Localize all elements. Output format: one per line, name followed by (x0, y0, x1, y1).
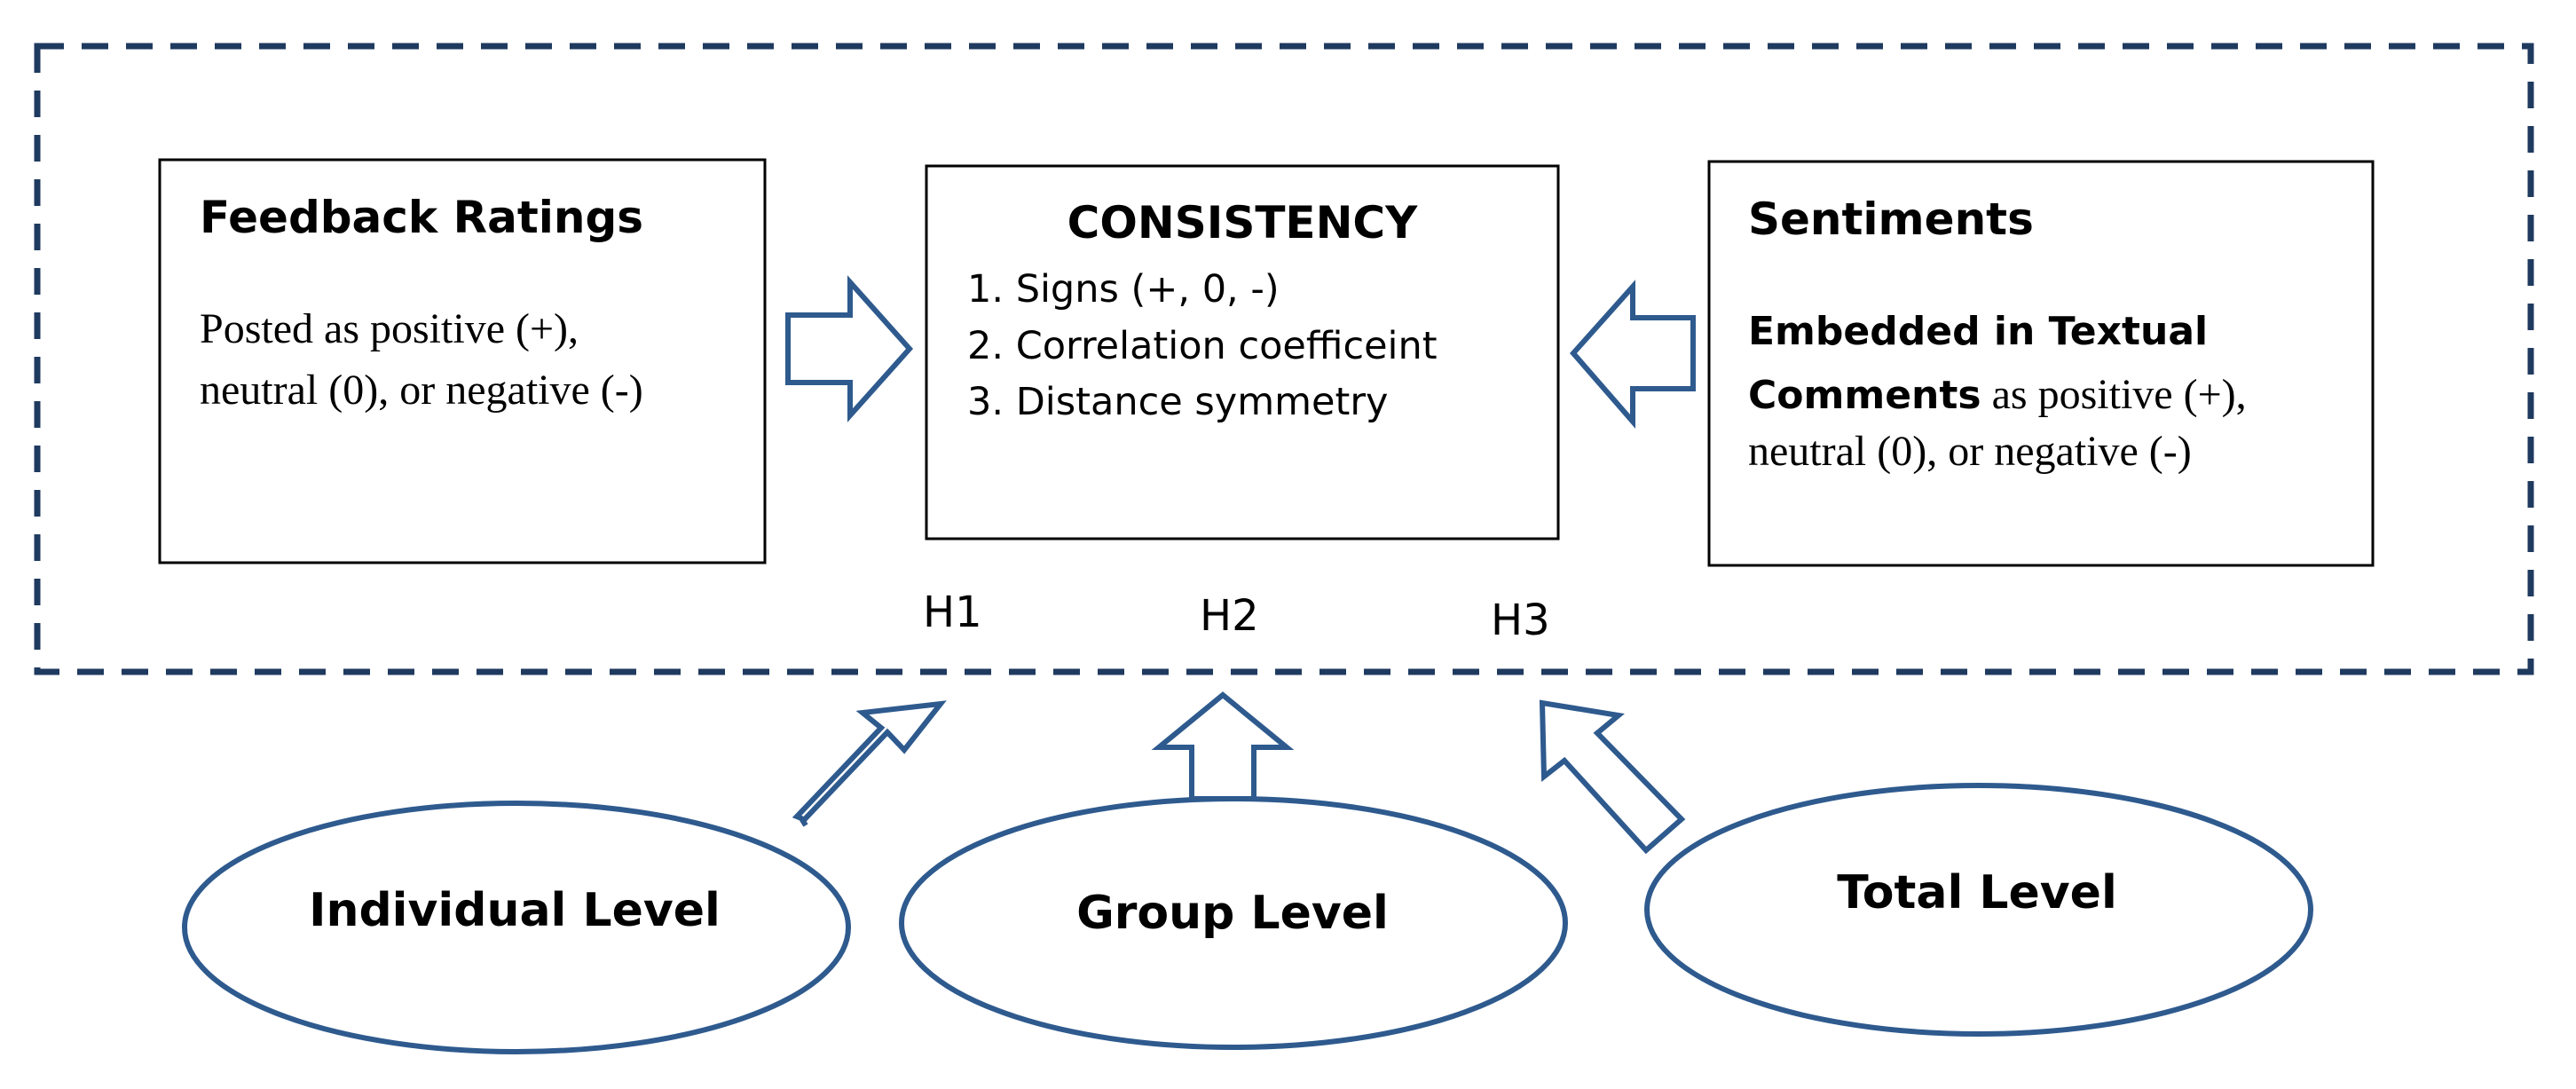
total-level-label: Total Level (1837, 866, 2117, 919)
sentiments-border (1707, 160, 2375, 567)
feedback-ratings-border (158, 158, 767, 564)
left-arrow-icon (1570, 280, 1696, 430)
consistency-border (925, 164, 1560, 541)
hypothesis-h2-label: H2 (1200, 591, 1259, 641)
sentiments-line2: Comments as positive (+), (1748, 371, 2247, 418)
sentiments-box: Sentiments Embedded in Textual Comments … (1707, 160, 2375, 567)
group-level-label: Group Level (1076, 887, 1389, 940)
feedback-ratings-title: Feedback Ratings (200, 192, 643, 243)
up-right-arrow-icon (792, 700, 947, 827)
consistency-item-distance: 3. Distance symmetry (967, 380, 1388, 424)
right-arrow-icon (785, 275, 914, 422)
sentiments-line2-bold: Comments (1748, 373, 1981, 418)
feedback-ratings-line2: neutral (0), or negative (-) (200, 367, 643, 414)
sentiments-line1: Embedded in Textual (1748, 309, 2208, 354)
sentiments-line3: neutral (0), or negative (-) (1748, 428, 2192, 475)
total-level-ellipse (1644, 783, 2313, 1037)
group-level-ellipse (899, 796, 1568, 1050)
feedback-ratings-box: Feedback Ratings Posted as positive (+),… (158, 158, 767, 564)
dashed-frame (34, 43, 2534, 675)
hypothesis-h3-label: H3 (1491, 596, 1550, 645)
consistency-item-signs: 1. Signs (+, 0, -) (967, 267, 1280, 312)
sentiments-title: Sentiments (1748, 193, 2034, 245)
individual-level-ellipse (182, 801, 851, 1054)
sentiments-line2-rest: as positive (+), (1981, 371, 2247, 418)
consistency-item-correlation: 2. Correlation coefficeint (967, 324, 1438, 368)
consistency-title: CONSISTENCY (1067, 197, 1418, 249)
hypothesis-h1-label: H1 (923, 588, 982, 637)
up-arrow-icon (1151, 691, 1295, 801)
up-left-arrow-icon (1539, 699, 1686, 855)
feedback-ratings-line1: Posted as positive (+), (200, 305, 579, 352)
individual-level-label: Individual Level (309, 884, 721, 937)
consistency-box: CONSISTENCY 1. Signs (+, 0, -) 2. Correl… (925, 164, 1560, 541)
